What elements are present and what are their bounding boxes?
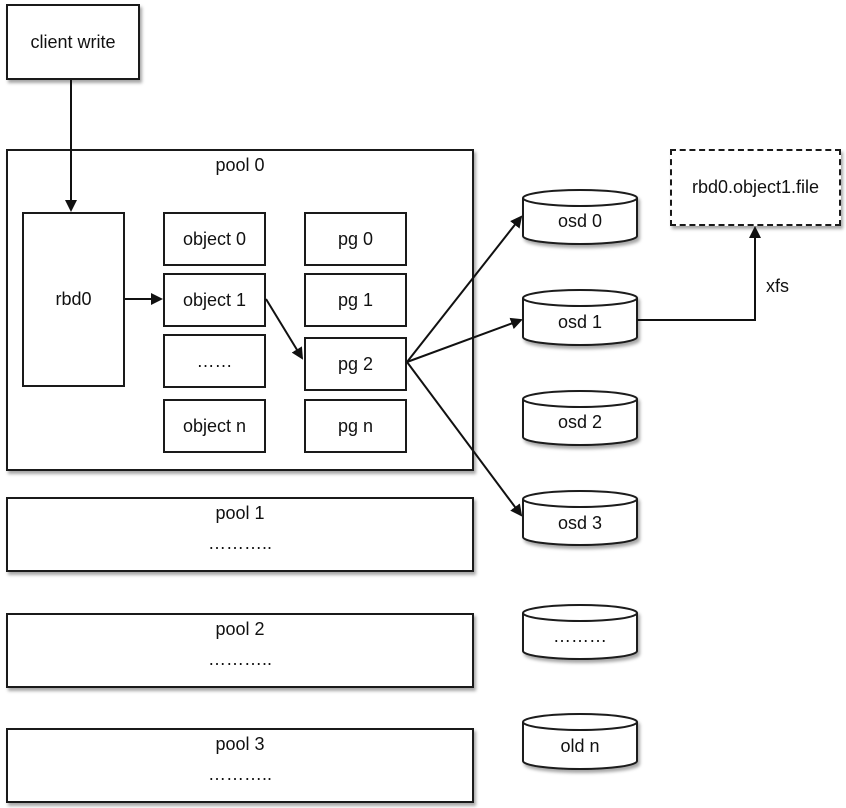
arrow-osd1-to-file <box>637 226 761 321</box>
pool-2-container: pool 2 ……….. <box>6 613 474 688</box>
pool-1-ellipsis: ……….. <box>207 533 272 553</box>
object-1-label: object 1 <box>182 289 247 310</box>
osd-0-cylinder <box>522 189 638 245</box>
object-ellipsis-label: …… <box>196 350 233 371</box>
arrow-pg2-to-osd0 <box>406 215 523 363</box>
osd-0-label: osd 0 <box>557 211 603 231</box>
arrow-pg2-to-osd1 <box>406 317 523 363</box>
osd-2-cylinder <box>522 390 638 446</box>
pool-2-ellipsis: ……….. <box>207 649 272 669</box>
pool-3-container: pool 3 ……….. <box>6 728 474 803</box>
pool-3-ellipsis: ……….. <box>207 764 272 784</box>
rbd0-node: rbd0 <box>22 212 125 387</box>
pg-2-node: pg 2 <box>304 337 407 391</box>
pg-1-node: pg 1 <box>304 273 407 327</box>
pool-1-title: pool 1 <box>215 503 265 523</box>
pg-n-node: pg n <box>304 399 407 453</box>
osd-1-label: osd 1 <box>557 312 603 332</box>
pool-3-title: pool 3 <box>215 734 265 754</box>
file-label: rbd0.object1.file <box>691 177 820 197</box>
object-n-label: object n <box>182 415 247 436</box>
pg-2-label: pg 2 <box>337 353 374 374</box>
arrow-pg2-to-osd3 <box>406 361 523 517</box>
arrow-object1-to-pg2 <box>265 298 304 360</box>
osd-2-label: osd 2 <box>557 412 603 432</box>
object-n-node: object n <box>163 399 266 453</box>
osd-n-label: old n <box>560 736 600 756</box>
object-ellipsis-node: …… <box>163 334 266 388</box>
rbd0-label: rbd0 <box>55 289 92 309</box>
pg-n-label: pg n <box>337 415 374 436</box>
pool-1-container: pool 1 ……….. <box>6 497 474 572</box>
osd-ellipsis-cylinder <box>522 604 638 660</box>
pool-2-title: pool 2 <box>215 619 265 639</box>
pg-1-label: pg 1 <box>337 289 374 310</box>
osd-ellipsis-label: ……… <box>553 626 607 646</box>
xfs-label: xfs <box>766 276 790 296</box>
osd-3-label: osd 3 <box>557 513 603 533</box>
osd-3-cylinder <box>522 490 638 546</box>
client-write-node: client write <box>6 4 140 80</box>
object-0-label: object 0 <box>182 228 247 249</box>
osd-n-cylinder <box>522 713 638 770</box>
object-1-node: object 1 <box>163 273 266 327</box>
pool-0-title: pool 0 <box>215 155 265 175</box>
pg-0-node: pg 0 <box>304 212 407 266</box>
osd-1-cylinder <box>522 289 638 346</box>
client-write-label: client write <box>30 31 116 52</box>
pg-0-label: pg 0 <box>337 228 374 249</box>
object-0-node: object 0 <box>163 212 266 266</box>
file-node: rbd0.object1.file <box>670 149 841 226</box>
